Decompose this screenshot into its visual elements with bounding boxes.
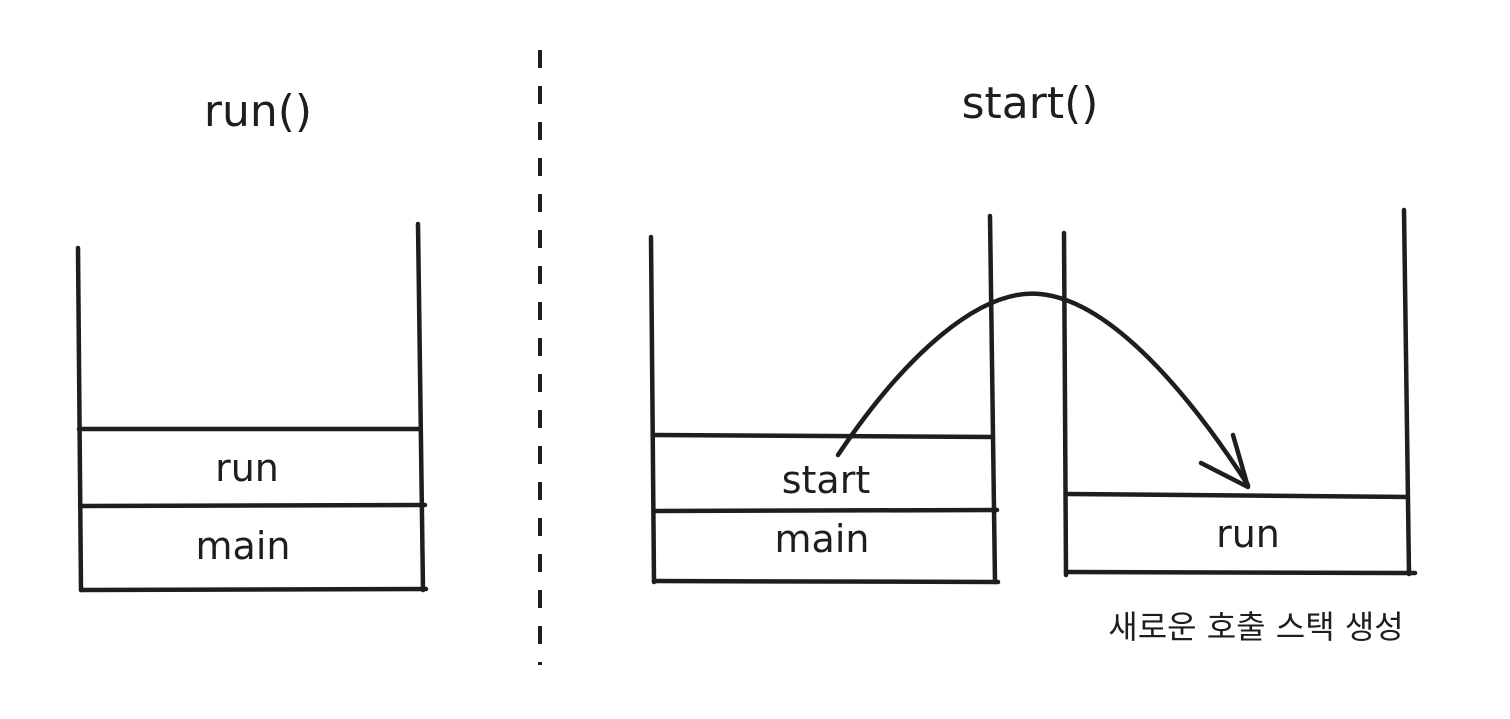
- left-frame-main: main: [196, 524, 291, 568]
- left-call-stack: run main: [75, 221, 429, 593]
- new-call-stack: run: [1061, 207, 1418, 578]
- new-frame-run: run: [1216, 512, 1280, 556]
- left-frame-divider-middle: [77, 502, 428, 509]
- right-panel-title: start(): [962, 78, 1099, 129]
- new-stack-bottom: [1063, 569, 1418, 576]
- spawn-arrow-curve: [835, 291, 1251, 488]
- left-stack-bottom: [78, 586, 429, 593]
- main-call-stack: start main: [648, 213, 1001, 585]
- main-frame-main: main: [775, 517, 870, 561]
- main-frame-divider-top: [651, 432, 995, 440]
- left-panel-title: run(): [204, 86, 312, 137]
- main-frame-divider-middle: [651, 507, 1000, 514]
- new-frame-divider-top: [1065, 491, 1409, 500]
- main-stack-left-wall: [648, 234, 657, 585]
- left-frame-run: run: [215, 446, 279, 490]
- main-frame-start: start: [782, 458, 871, 502]
- new-stack-right-wall: [1401, 207, 1412, 577]
- new-stack-left-wall: [1061, 230, 1069, 578]
- left-stack-right-wall: [415, 221, 426, 593]
- spawn-arrow: [835, 291, 1251, 490]
- new-stack-caption: 새로운 호출 스택 생성: [1108, 608, 1403, 646]
- main-stack-right-wall: [987, 213, 998, 585]
- main-stack-bottom: [651, 578, 1001, 585]
- spawn-arrow-head: [1198, 432, 1251, 490]
- left-stack-left-wall: [75, 245, 84, 593]
